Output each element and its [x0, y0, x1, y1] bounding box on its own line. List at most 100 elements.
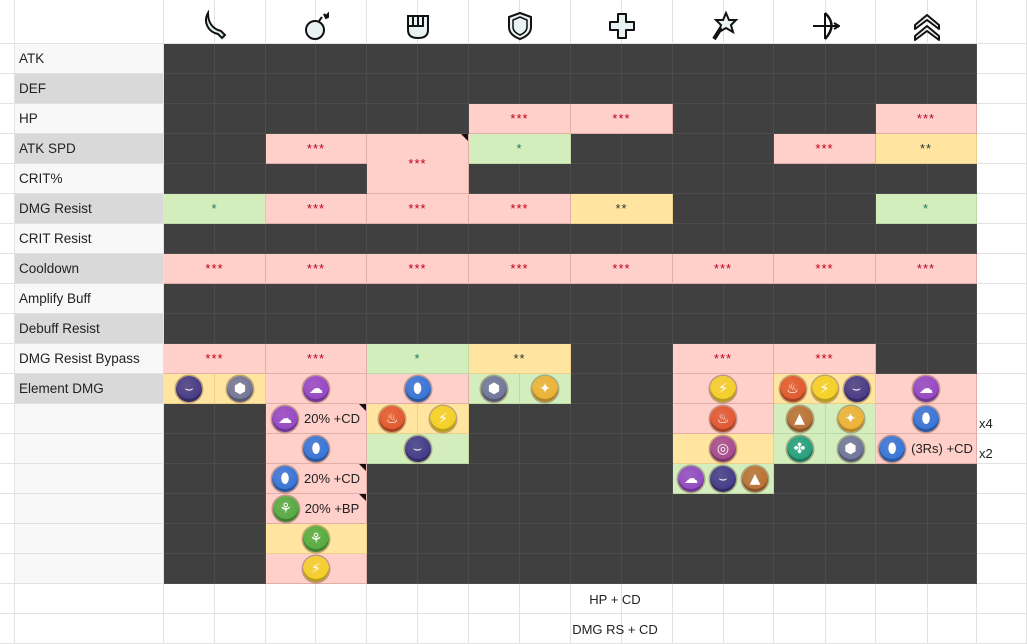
- empty-cell[interactable]: [622, 44, 673, 74]
- grid-cell[interactable]: [977, 464, 1027, 494]
- grid-cell[interactable]: [520, 584, 571, 614]
- empty-cell[interactable]: [367, 314, 418, 344]
- empty-cell[interactable]: [215, 74, 266, 104]
- grid-cell[interactable]: [316, 584, 367, 614]
- empty-cell[interactable]: [826, 104, 876, 134]
- element-cell[interactable]: ⚡: [418, 404, 469, 434]
- empty-cell[interactable]: [622, 524, 673, 554]
- element-cell[interactable]: ⬢: [215, 374, 266, 404]
- empty-cell[interactable]: [928, 224, 977, 254]
- rating-cell[interactable]: ***: [774, 134, 876, 164]
- empty-cell[interactable]: [622, 224, 673, 254]
- grid-cell[interactable]: [826, 584, 876, 614]
- grid-cell[interactable]: [928, 584, 977, 614]
- empty-cell[interactable]: [774, 104, 826, 134]
- rating-cell[interactable]: ***: [876, 104, 977, 134]
- grid-cell[interactable]: [0, 314, 15, 344]
- empty-cell[interactable]: [367, 524, 418, 554]
- grid-cell[interactable]: [0, 254, 15, 284]
- grid-cell[interactable]: [673, 584, 724, 614]
- empty-cell[interactable]: [622, 434, 673, 464]
- empty-cell[interactable]: [622, 74, 673, 104]
- empty-cell[interactable]: [928, 314, 977, 344]
- empty-cell[interactable]: [724, 194, 774, 224]
- element-cell[interactable]: ♨: [367, 404, 418, 434]
- grid-cell[interactable]: [977, 344, 1027, 374]
- empty-cell[interactable]: [673, 134, 724, 164]
- rating-cell[interactable]: ***: [673, 344, 774, 374]
- empty-cell[interactable]: [876, 44, 928, 74]
- empty-cell[interactable]: [418, 524, 469, 554]
- empty-cell[interactable]: [622, 284, 673, 314]
- empty-cell[interactable]: [622, 374, 673, 404]
- element-cell[interactable]: ⬢: [469, 374, 520, 404]
- empty-cell[interactable]: [418, 224, 469, 254]
- empty-cell[interactable]: [826, 164, 876, 194]
- empty-cell[interactable]: [724, 44, 774, 74]
- empty-cell[interactable]: [469, 554, 520, 584]
- empty-cell[interactable]: [571, 524, 622, 554]
- grid-cell[interactable]: [977, 134, 1027, 164]
- empty-cell[interactable]: [571, 164, 622, 194]
- empty-cell[interactable]: [673, 284, 724, 314]
- empty-cell[interactable]: [520, 224, 571, 254]
- grid-cell[interactable]: [15, 434, 164, 464]
- grid-cell[interactable]: [977, 44, 1027, 74]
- empty-cell[interactable]: [724, 494, 774, 524]
- grid-cell[interactable]: [977, 164, 1027, 194]
- empty-cell[interactable]: [622, 314, 673, 344]
- empty-cell[interactable]: [724, 134, 774, 164]
- element-cell[interactable]: ♨⚡⌣: [774, 374, 876, 404]
- empty-cell[interactable]: [724, 164, 774, 194]
- empty-cell[interactable]: [774, 314, 826, 344]
- empty-cell[interactable]: [520, 524, 571, 554]
- rating-cell[interactable]: ***: [774, 344, 876, 374]
- element-cell[interactable]: ⬮: [367, 374, 469, 404]
- empty-cell[interactable]: [520, 164, 571, 194]
- empty-cell[interactable]: [469, 434, 520, 464]
- empty-cell[interactable]: [876, 344, 928, 374]
- empty-cell[interactable]: [826, 464, 876, 494]
- rating-cell[interactable]: ***: [266, 344, 367, 374]
- empty-cell[interactable]: [673, 494, 724, 524]
- element-cell[interactable]: ☁20% +CD: [266, 404, 367, 434]
- empty-cell[interactable]: [826, 494, 876, 524]
- grid-cell[interactable]: [0, 584, 15, 614]
- grid-cell[interactable]: [826, 614, 876, 644]
- grid-cell[interactable]: [928, 614, 977, 644]
- empty-cell[interactable]: [774, 554, 826, 584]
- empty-cell[interactable]: [571, 74, 622, 104]
- empty-cell[interactable]: [876, 314, 928, 344]
- empty-cell[interactable]: [622, 464, 673, 494]
- element-cell[interactable]: ◎: [673, 434, 774, 464]
- rating-cell[interactable]: *: [469, 134, 571, 164]
- element-cell[interactable]: ⬮: [266, 434, 367, 464]
- empty-cell[interactable]: [571, 344, 622, 374]
- grid-cell[interactable]: [0, 134, 15, 164]
- grid-cell[interactable]: [215, 584, 266, 614]
- empty-cell[interactable]: [164, 284, 215, 314]
- empty-cell[interactable]: [469, 284, 520, 314]
- empty-cell[interactable]: [215, 314, 266, 344]
- grid-cell[interactable]: [520, 0, 571, 44]
- grid-cell[interactable]: [0, 374, 15, 404]
- empty-cell[interactable]: [266, 284, 316, 314]
- empty-cell[interactable]: [673, 524, 724, 554]
- empty-cell[interactable]: [367, 284, 418, 314]
- empty-cell[interactable]: [164, 104, 215, 134]
- grid-cell[interactable]: [977, 494, 1027, 524]
- empty-cell[interactable]: [469, 464, 520, 494]
- rating-cell[interactable]: **: [469, 344, 571, 374]
- comment-indicator[interactable]: [359, 404, 366, 411]
- empty-cell[interactable]: [876, 524, 928, 554]
- empty-cell[interactable]: [724, 314, 774, 344]
- empty-cell[interactable]: [520, 314, 571, 344]
- empty-cell[interactable]: [164, 404, 215, 434]
- empty-cell[interactable]: [215, 104, 266, 134]
- rating-cell[interactable]: ***: [774, 254, 876, 284]
- empty-cell[interactable]: [673, 104, 724, 134]
- empty-cell[interactable]: [876, 224, 928, 254]
- grid-cell[interactable]: [774, 614, 826, 644]
- empty-cell[interactable]: [928, 344, 977, 374]
- empty-cell[interactable]: [418, 74, 469, 104]
